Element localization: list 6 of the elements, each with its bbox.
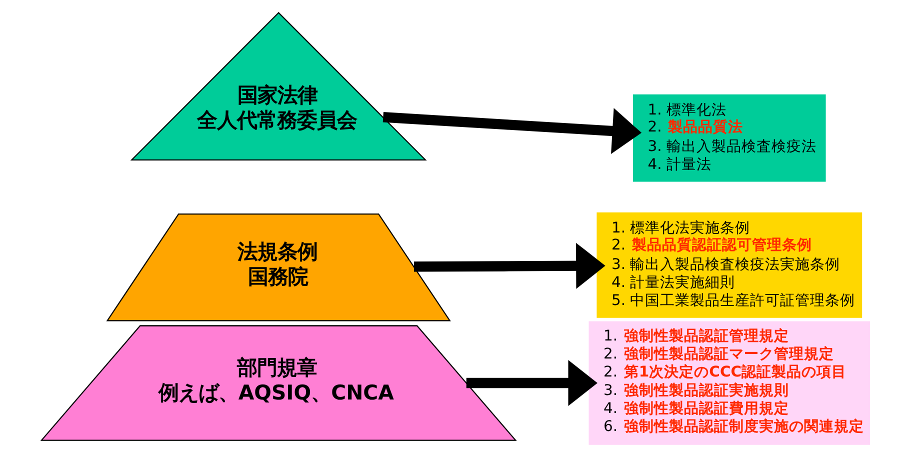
node-box: 1. 強制性製品認証管理規定 2. 強制性製品認証マーク管理規定 2. 第1次決定のCCC認証製品の項目 3. 強制性製品認証実施規則 4. 強制性製品認証費用規定 6. 強制性製品認証制度実施の関連規定 <box>588 321 870 445</box>
arrow <box>382 108 642 154</box>
node-box: 1. 標準化法 2. 製品品質法 3. 輸出入製品検査検疫法 4. 計量法 <box>632 94 826 182</box>
arrow <box>413 242 605 289</box>
node-box: 1. 標準化法実施条例 2. 製品品質認証認可管理条例 3. 輸出入製品検査検疫法実施条例 4. 計量法実施細則 5. 中国工業製品生産許可証管理条例 <box>596 212 862 318</box>
arrow <box>466 360 597 406</box>
